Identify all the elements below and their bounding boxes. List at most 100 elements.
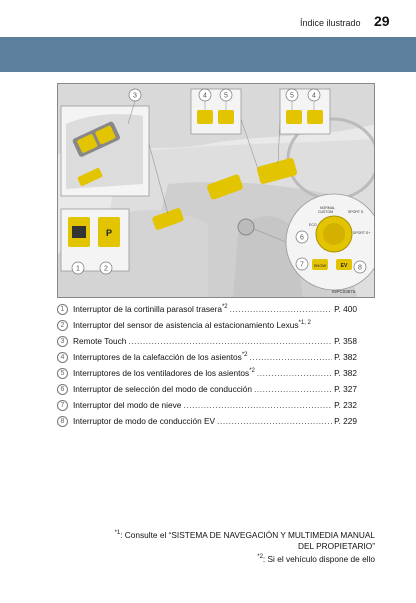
- item-label: Interruptor de selección del modo de con…: [73, 384, 252, 394]
- snow-button-label: SNOW: [314, 263, 327, 268]
- console-seat-switches: [256, 158, 298, 184]
- item-label: Interruptor del sensor de asistencia al …: [73, 320, 311, 330]
- item-page-ref: P. 327: [334, 384, 357, 394]
- dial-label-custom: CUSTOM: [318, 210, 333, 214]
- callout-2-circle: [99, 261, 113, 275]
- callout-1: 1: [76, 266, 80, 273]
- callout-3: 3: [133, 93, 137, 100]
- inset-switch-cluster: [72, 121, 120, 157]
- sunshade-icon: [72, 226, 86, 238]
- footnote-2: *2: Si el vehículo dispone de ello: [115, 552, 375, 565]
- callout-6-circle: [295, 230, 309, 244]
- drive-mode-knob-small: [237, 218, 255, 236]
- page-number: 29: [374, 13, 390, 29]
- list-item: 1 Interruptor de la cortinilla parasol t…: [57, 301, 357, 317]
- gear-area: [233, 216, 303, 297]
- console-illustration: P NORMAL CUSTOM ECO SPORT S SPORT S+ SNO…: [57, 83, 375, 298]
- dial-label-sport-s-plus: SPORT S+: [353, 231, 370, 235]
- item-page-ref: P. 400: [334, 304, 357, 314]
- footnote-1-line-2: DEL PROPIETARIO”: [298, 540, 375, 551]
- item-label-text: Interruptor del sensor de asistencia al …: [73, 320, 299, 330]
- legend-list: 1 Interruptor de la cortinilla parasol t…: [57, 301, 357, 429]
- dot-leader: [128, 336, 332, 346]
- item-label-text: Interruptor de modo de conducción EV: [73, 416, 216, 426]
- seat-heater-right: [307, 110, 323, 124]
- callout-4-left: 4: [203, 93, 207, 100]
- item-label-text: Interruptor del modo de nieve: [73, 400, 182, 410]
- parking-sensor-glyph: P: [106, 228, 112, 238]
- seat-fan-left: [218, 110, 234, 124]
- dot-leader: [249, 352, 332, 362]
- item-label: Remote Touch: [73, 336, 126, 346]
- item-number: 6: [57, 383, 68, 395]
- switch-highlight-lower: [77, 168, 103, 186]
- item-page-ref: P. 382: [334, 368, 357, 378]
- footnote-1-line-1: *1: Consulte el “SISTEMA DE NAVEGACIÓN Y…: [115, 528, 375, 541]
- footnote-2-marker: *2: [257, 553, 263, 560]
- leader-inset-seat-left: [240, 118, 259, 170]
- callout-leaders: [127, 100, 315, 243]
- dial-label-sport-s: SPORT S: [348, 210, 364, 214]
- item-page-ref: P. 358: [334, 336, 357, 346]
- switch-highlight-left: [77, 134, 98, 153]
- console-drawing: P NORMAL CUSTOM ECO SPORT S SPORT S+ SNO…: [58, 84, 374, 297]
- dot-leader: [254, 384, 332, 394]
- callout-1-circle: [71, 261, 85, 275]
- drive-mode-dial-center: [323, 223, 345, 245]
- callouts: 1 2 3 4 5 5 4 6 7 8: [71, 88, 367, 275]
- seat-fan-right: [286, 110, 302, 124]
- callout-4-right: 4: [312, 93, 316, 100]
- dot-leader: [257, 368, 332, 378]
- footnote-1-text: : Consulte el “SISTEMA DE NAVEGACIÓN Y M…: [120, 529, 375, 540]
- item-page-ref: P. 382: [334, 352, 357, 362]
- leader-inset-remote: [148, 143, 169, 215]
- ev-mode-button: [336, 259, 352, 270]
- dial-label-eco: ECO: [309, 223, 317, 227]
- section-title: Índice ilustrado: [300, 18, 361, 28]
- item-footnote-ref: *2: [249, 368, 255, 375]
- seat-heater-left: [197, 110, 213, 124]
- item-label-text: Interruptores de los ventiladores de los…: [73, 368, 250, 378]
- footnotes: *1: Consulte el “SISTEMA DE NAVEGACIÓN Y…: [115, 528, 375, 565]
- callout-7-circle: [295, 257, 309, 271]
- item-number: 3: [57, 335, 68, 347]
- item-number: 4: [57, 351, 68, 363]
- item-label: Interruptores de la calefacción de los a…: [73, 352, 247, 362]
- item-label-text: Interruptor de la cortinilla parasol tra…: [73, 304, 222, 314]
- item-number: 2: [57, 319, 68, 331]
- footnote-1-marker: *1: [114, 530, 121, 536]
- callout-5-left: 5: [224, 93, 228, 100]
- item-label: Interruptores de los ventiladores de los…: [73, 368, 255, 378]
- item-label: Interruptor de la cortinilla parasol tra…: [73, 304, 228, 314]
- item-number: 5: [57, 367, 68, 379]
- list-item: 2 Interruptor del sensor de asistencia a…: [57, 317, 357, 333]
- callout-6: 6: [300, 235, 304, 242]
- dial-label-normal: NORMAL: [320, 206, 335, 210]
- switch-highlight-right: [95, 125, 116, 145]
- item-label-text: Interruptores de la calefacción de los a…: [73, 352, 242, 362]
- callout-5-right: 5: [290, 93, 294, 100]
- list-item: 7 Interruptor del modo de nieve P. 232: [57, 397, 357, 413]
- item-label-text: Remote Touch: [73, 336, 127, 346]
- list-item: 4 Interruptores de la calefacción de los…: [57, 349, 357, 365]
- ev-button-label: EV: [341, 263, 348, 269]
- callout-2: 2: [104, 266, 108, 273]
- callout-8: 8: [358, 265, 362, 272]
- header-band: [0, 37, 416, 72]
- leader-3: [127, 100, 136, 125]
- console-seat-switches-left: [207, 174, 243, 200]
- list-item: 8 Interruptor de modo de conducción EV P…: [57, 413, 357, 429]
- leader-inset-seat-right: [277, 118, 281, 165]
- item-footnote-ref: *2: [241, 352, 248, 359]
- item-number: 1: [57, 303, 68, 315]
- callout-8-circle: [353, 260, 367, 274]
- item-page-ref: P. 232: [334, 400, 357, 410]
- list-item: 3 Remote Touch P. 358: [57, 333, 357, 349]
- item-label-text: Interruptor de selección del modo de con…: [73, 384, 252, 394]
- leader-inset-dial: [253, 228, 287, 243]
- image-code: INPC0367a: [332, 289, 356, 294]
- list-item: 5 Interruptores de los ventiladores de l…: [57, 365, 357, 381]
- footnote-2-text: : Si el vehículo dispone de ello: [262, 553, 375, 564]
- remote-touch: [152, 208, 184, 230]
- item-label: Interruptor de modo de conducción EV: [73, 416, 215, 426]
